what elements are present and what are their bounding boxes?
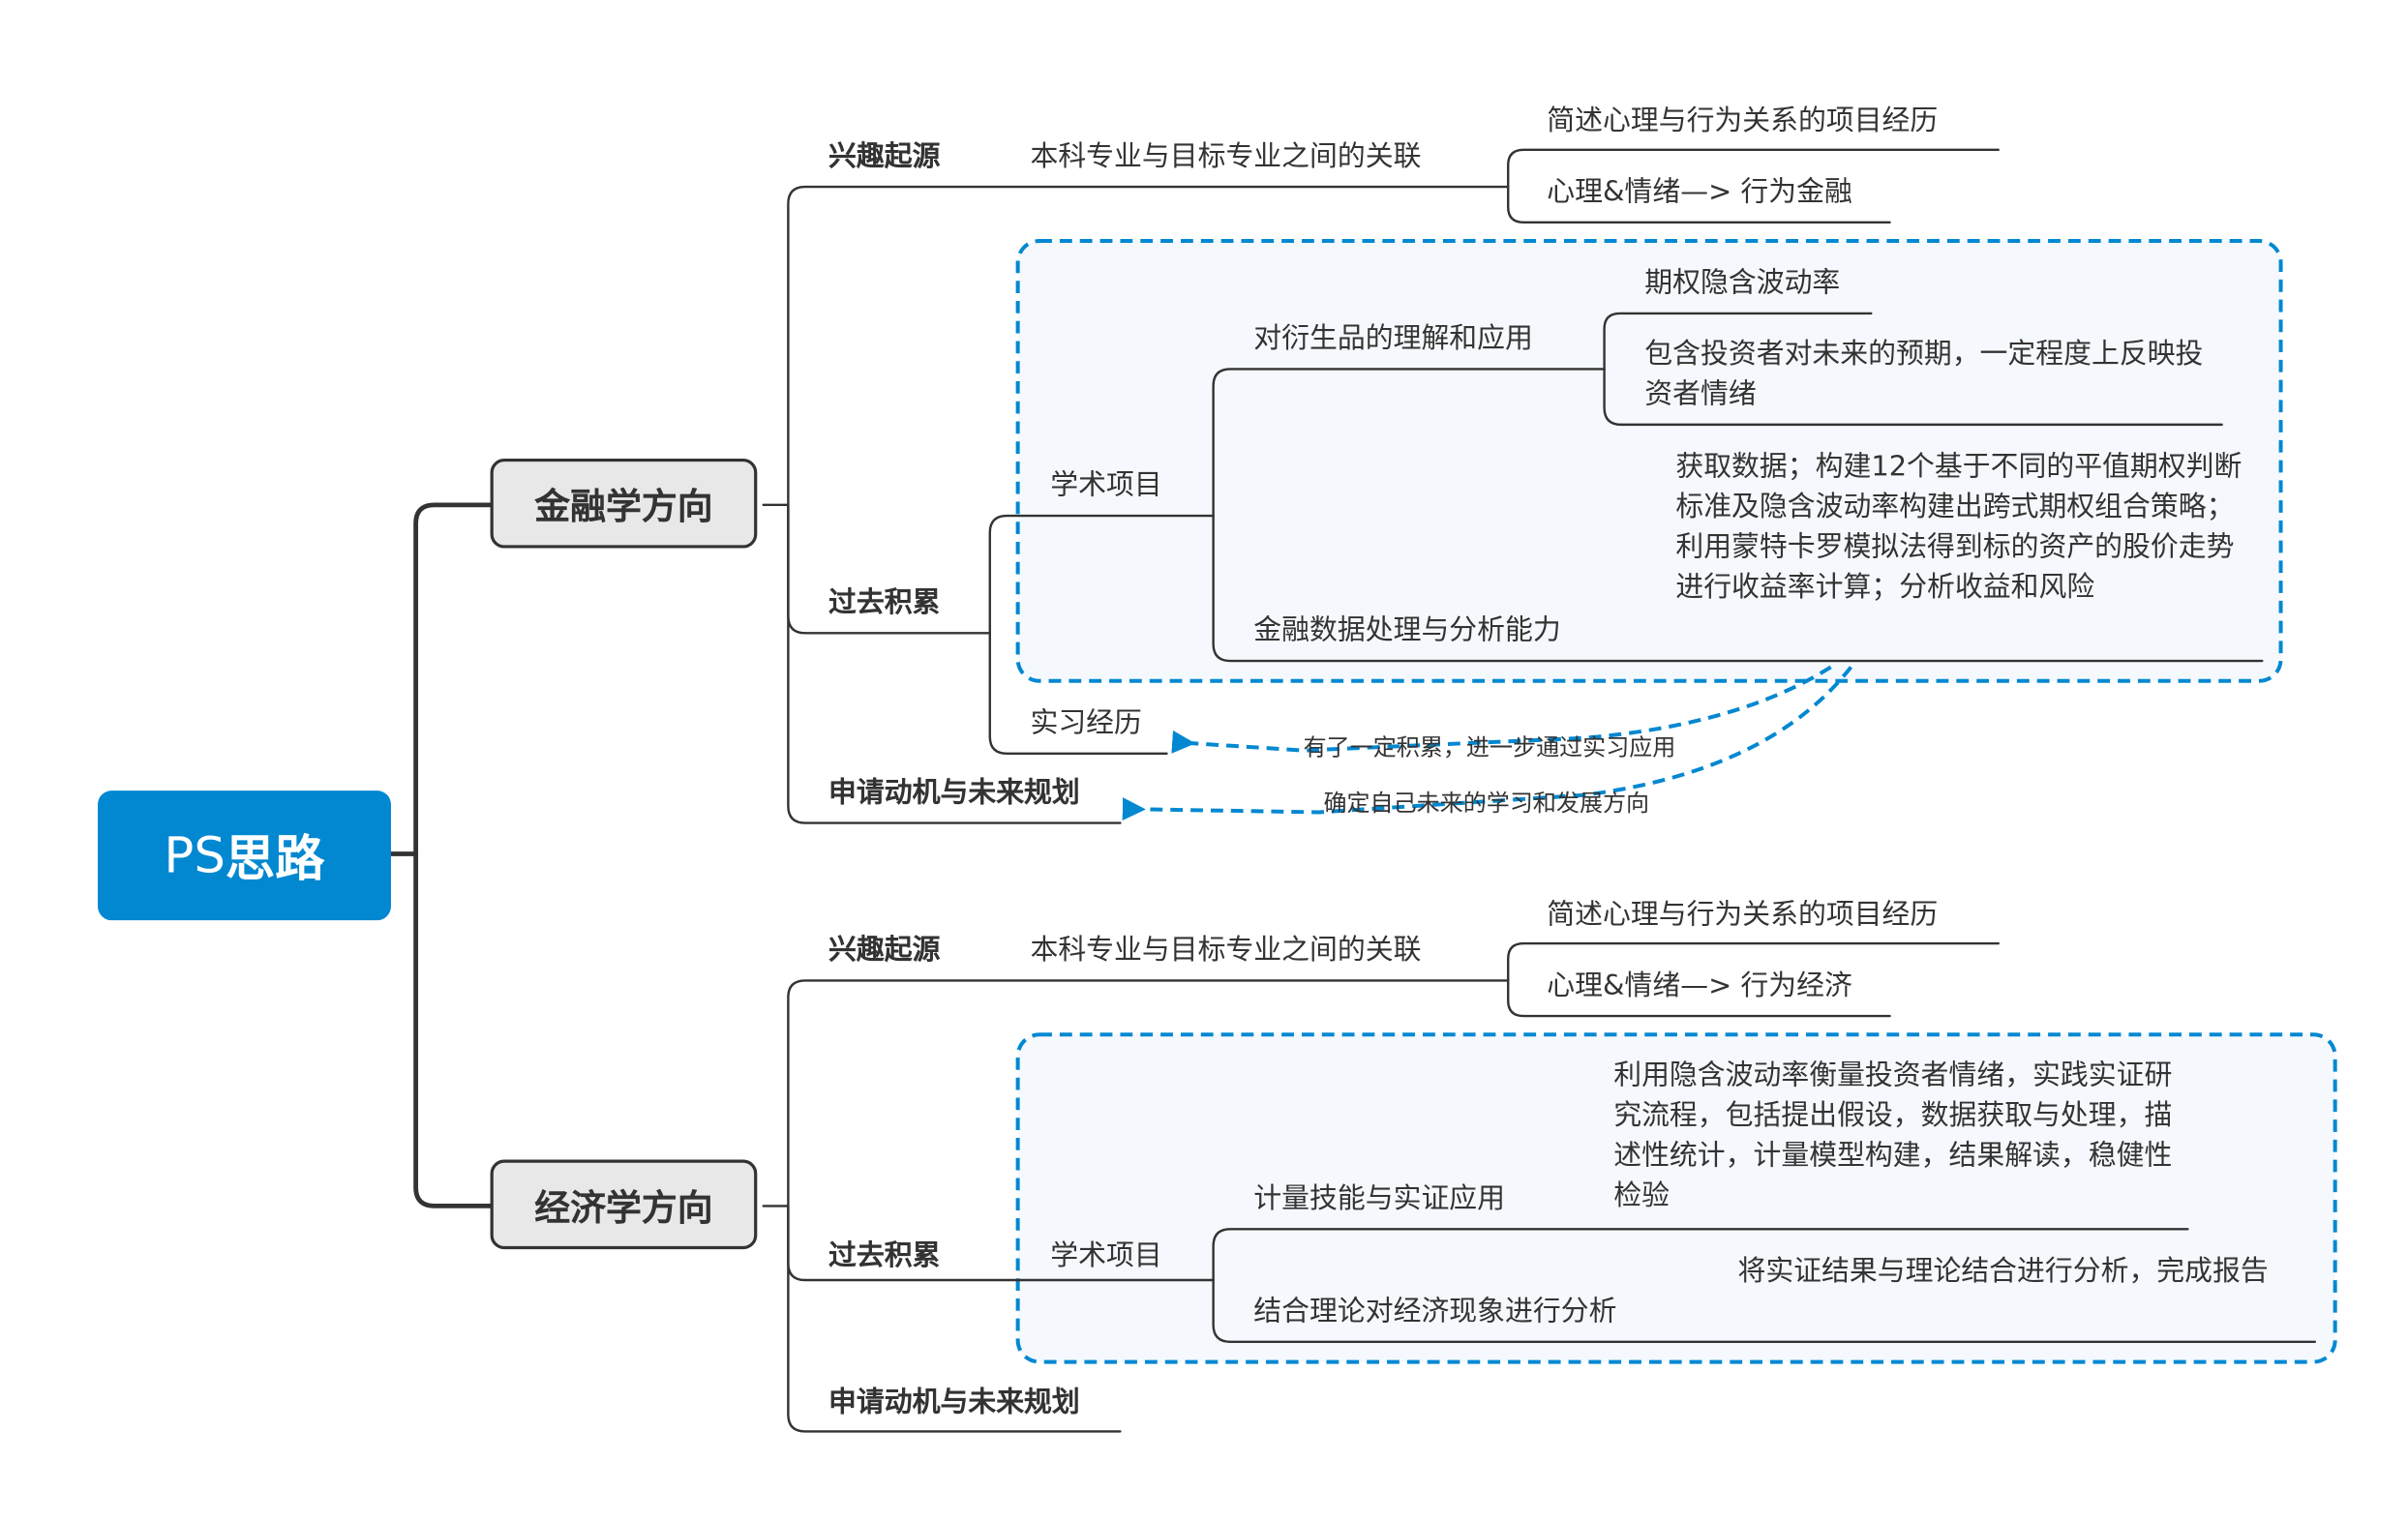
connector-root-finance: [413, 502, 493, 856]
finance-interest-item-2[interactable]: 心理&情绪—> 行为金融: [1547, 175, 1852, 209]
finance-academic-sub-2[interactable]: 金融数据处理与分析能力: [1253, 614, 1561, 647]
economics-past-label[interactable]: 过去积累: [828, 1239, 941, 1273]
finance-past-label[interactable]: 过去积累: [828, 586, 941, 619]
finance-data-item-1[interactable]: 获取数据；构建12个基于不同的平值期权判断标准及隐含波动率构建出跨式期权组合策略…: [1675, 451, 2242, 604]
branch-economics[interactable]: 经济学方向: [490, 1159, 758, 1250]
boundary-academic-finance[interactable]: [1015, 238, 2283, 683]
finance-interest-label[interactable]: 兴趣起源: [828, 140, 941, 173]
finance-academic-label[interactable]: 学术项目: [1050, 469, 1162, 502]
finance-plan-label[interactable]: 申请动机与未来规划: [828, 776, 1080, 810]
economics-interest-link[interactable]: 本科专业与目标专业之间的关联: [1030, 934, 1422, 968]
root-prefix: PS: [164, 825, 226, 885]
economics-analysis-item[interactable]: 将实证结果与理论结合进行分析，完成报告: [1737, 1255, 2269, 1288]
relation-label-plan[interactable]: 确定自己未来的学习和发展方向: [1323, 789, 1650, 818]
relation-line-internship: [1171, 665, 1832, 754]
economics-interest-item-2[interactable]: 心理&情绪—> 行为经济: [1547, 969, 1852, 1002]
boundary-academic-economics[interactable]: [1015, 1032, 2337, 1364]
economics-academic-sub-1[interactable]: 计量技能与实证应用: [1253, 1182, 1506, 1215]
economics-academic-sub-2[interactable]: 结合理论对经济现象进行分析: [1253, 1295, 1617, 1328]
relation-line-plan: [1122, 666, 1853, 821]
economics-econometrics-item[interactable]: 利用隐含波动率衡量投资者情绪，实践实证研究流程，包括提出假设，数据获取与处理，描…: [1613, 1059, 2173, 1212]
finance-academic-sub-1[interactable]: 对衍生品的理解和应用: [1253, 322, 1533, 356]
branch-finance[interactable]: 金融学方向: [490, 458, 758, 549]
economics-interest-item-1[interactable]: 简述心理与行为关系的项目经历: [1547, 898, 1939, 932]
finance-derivative-item-2[interactable]: 包含投资者对未来的预期，一定程度上反映投资者情绪: [1644, 338, 2204, 411]
economics-interest-label[interactable]: 兴趣起源: [828, 934, 941, 968]
finance-derivative-item-1[interactable]: 期权隐含波动率: [1644, 267, 1841, 300]
finance-interest-link[interactable]: 本科专业与目标专业之间的关联: [1030, 140, 1422, 173]
relation-label-internship[interactable]: 有了一定积累，进一步通过实习应用: [1303, 733, 1676, 761]
economics-academic-label[interactable]: 学术项目: [1050, 1239, 1162, 1273]
economics-plan-label[interactable]: 申请动机与未来规划: [828, 1387, 1080, 1419]
finance-interest-item-1[interactable]: 简述心理与行为关系的项目经历: [1547, 104, 1939, 138]
connector-root-economics: [413, 851, 493, 1208]
root-title: 思路: [225, 828, 325, 888]
finance-internship-label[interactable]: 实习经历: [1030, 706, 1142, 740]
